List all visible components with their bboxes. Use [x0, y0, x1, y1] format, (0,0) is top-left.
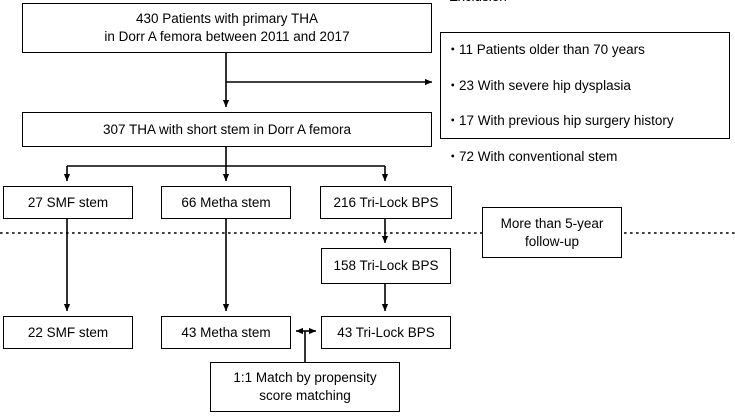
node-short-stem: 307 THA with short stem in Dorr A femora: [22, 112, 432, 147]
node-smf-initial-label: 27 SMF stem: [27, 194, 109, 210]
node-trilock-followup-label: 158 Tri-Lock BPS: [333, 258, 439, 274]
node-trilock-followup: 158 Tri-Lock BPS: [321, 248, 451, 284]
node-cohort-total: 430 Patients with primary THA in Dorr A …: [22, 3, 432, 53]
exclusion-list: 11 Patients older than 70 years 23 With …: [446, 23, 729, 183]
node-propensity-matching-label: 1:1 Match by propensity score matching: [233, 370, 377, 403]
node-trilock-initial-label: 216 Tri-Lock BPS: [333, 194, 439, 210]
node-smf-final-label: 22 SMF stem: [27, 324, 109, 340]
exclusion-item: 17 With previous hip surgery history: [446, 112, 729, 130]
exclusion-item: 72 With conventional stem: [446, 148, 729, 166]
node-cohort-total-label: 430 Patients with primary THA in Dorr A …: [104, 11, 350, 44]
node-trilock-initial: 216 Tri-Lock BPS: [320, 186, 452, 219]
node-short-stem-label: 307 THA with short stem in Dorr A femora: [102, 121, 352, 137]
node-metha-final: 43 Metha stem: [161, 316, 291, 349]
exclusion-item: 23 With severe hip dysplasia: [446, 77, 729, 95]
node-trilock-final: 43 Tri-Lock BPS: [321, 316, 451, 349]
node-propensity-matching: 1:1 Match by propensity score matching: [210, 362, 400, 412]
node-metha-final-label: 43 Metha stem: [181, 324, 271, 340]
node-followup-label: More than 5-year follow-up: [482, 207, 622, 258]
node-smf-initial: 27 SMF stem: [3, 186, 133, 219]
exclusion-title: Exclusion: [449, 0, 729, 5]
node-metha-initial-label: 66 Metha stem: [181, 194, 271, 210]
node-smf-final: 22 SMF stem: [3, 316, 133, 349]
node-followup-label-text: More than 5-year follow-up: [500, 215, 604, 249]
node-exclusion: Exclusion 11 Patients older than 70 year…: [440, 0, 730, 165]
node-trilock-final-label: 43 Tri-Lock BPS: [337, 324, 435, 340]
node-metha-initial: 66 Metha stem: [161, 186, 291, 219]
exclusion-item: 11 Patients older than 70 years: [446, 41, 729, 59]
